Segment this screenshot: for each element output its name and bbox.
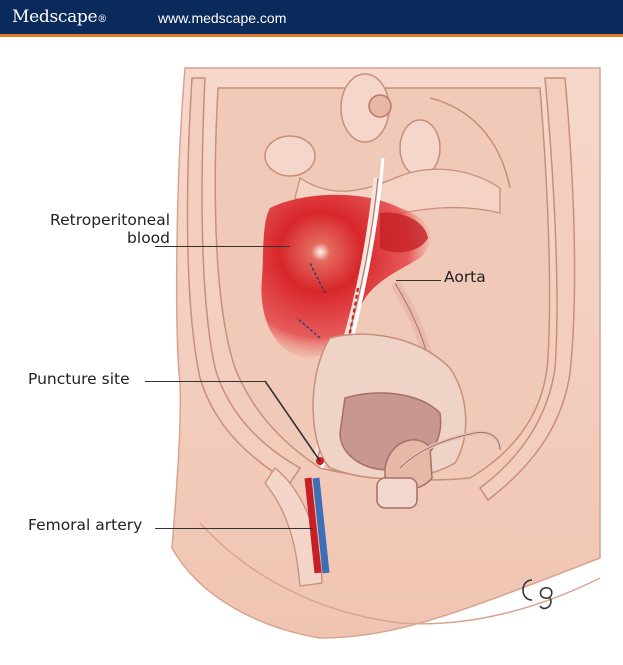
header-bar: Medscape® www.medscape.com [0,0,623,34]
anatomy-illustration [0,38,623,665]
pubic-symphysis [377,478,417,508]
bowel-loop-1 [265,136,315,176]
puncture-site-leader-diagonal [263,379,323,464]
retroperitoneal-label: Retroperitoneal blood [20,211,170,247]
header-accent-rule [0,34,623,37]
femoral-artery-label: Femoral artery [28,516,142,534]
puncture-site-leader [145,381,265,382]
femoral-artery-leader [155,528,313,529]
brand-registered-mark: ® [97,14,107,25]
retroperitoneal-label-line2: blood [20,229,170,247]
bowel-loop-3 [400,120,440,176]
retroperitoneal-label-line1: Retroperitoneal [20,211,170,229]
site-url[interactable]: www.medscape.com [158,10,286,26]
bowel-cross-section [369,95,391,117]
puncture-site-label: Puncture site [28,370,130,388]
retroperitoneal-leader [155,246,290,247]
medscape-logo[interactable]: Medscape® [12,7,107,27]
aorta-leader [396,280,441,281]
brand-text: Medscape [12,7,97,27]
aorta-label: Aorta [444,268,486,286]
